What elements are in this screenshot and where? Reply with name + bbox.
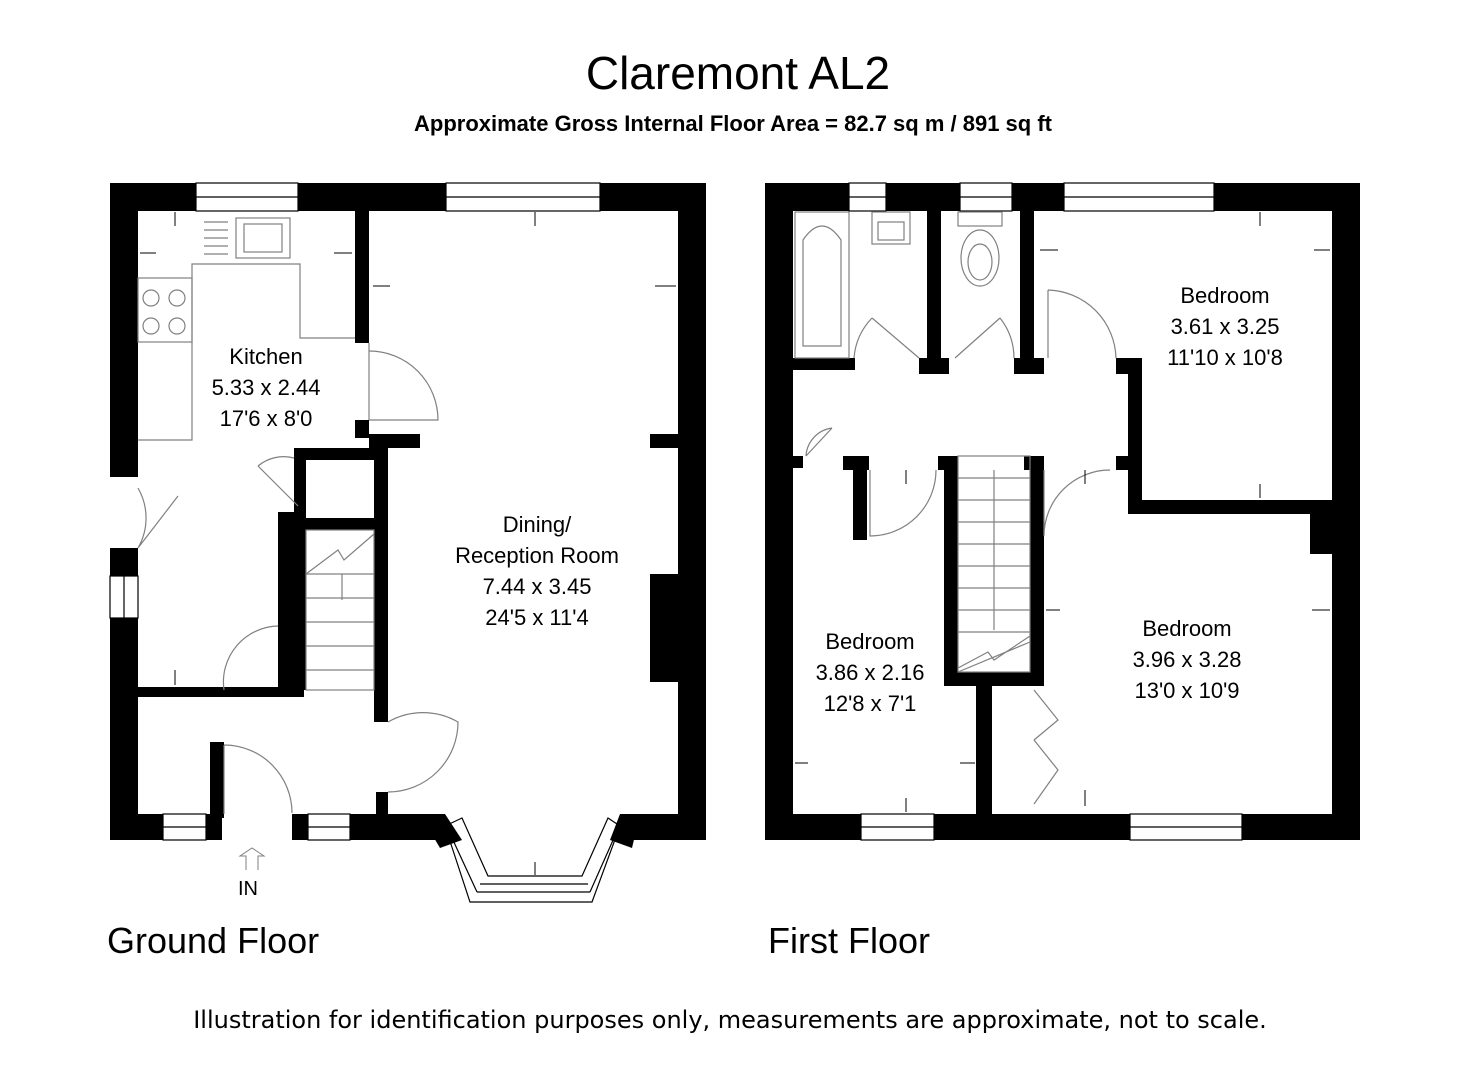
entry-label: IN [238, 878, 258, 900]
room-imperial-size: 13'0 x 10'9 [1134, 678, 1240, 703]
bedroom-1-label: Bedroom 3.61 x 3.25 11'10 x 10'8 [1144, 280, 1306, 373]
room-metric-size: 3.61 x 3.25 [1170, 314, 1280, 339]
room-name: Bedroom [1180, 283, 1270, 308]
kitchen-label: Kitchen 5.33 x 2.44 17'6 x 8'0 [186, 341, 346, 434]
first-floor-plan [765, 182, 1360, 841]
disclaimer-text: Illustration for identification purposes… [193, 1006, 1267, 1034]
room-name: Kitchen [229, 344, 303, 369]
floor-area-subtitle: Approximate Gross Internal Floor Area = … [414, 111, 1052, 136]
room-metric-size: 7.44 x 3.45 [482, 574, 592, 599]
first-floor-label: First Floor [768, 920, 930, 961]
dining-reception-label: Dining/ Reception Room 7.44 x 3.45 24'5 … [427, 509, 647, 633]
first-floor-windows [848, 182, 1243, 841]
ground-floor-stairs [305, 529, 375, 691]
room-metric-size: 5.33 x 2.44 [211, 375, 321, 400]
bedroom-2-label: Bedroom 3.86 x 2.16 12'8 x 7'1 [790, 626, 950, 719]
room-imperial-size: 24'5 x 11'4 [485, 605, 589, 630]
ground-floor-dimension-arrows [140, 212, 676, 875]
ground-floor-label: Ground Floor [107, 920, 320, 961]
ground-floor-plan [109, 182, 706, 903]
room-imperial-size: 11'10 x 10'8 [1167, 345, 1283, 370]
plan-title: Claremont AL2 [585, 47, 891, 99]
room-name-line1: Dining/ [502, 512, 572, 537]
first-floor-stairs [957, 455, 1031, 673]
room-name-line2: Reception Room [455, 543, 619, 568]
bedroom-3-label: Bedroom 3.96 x 3.28 13'0 x 10'9 [1107, 613, 1267, 706]
room-name: Bedroom [1142, 616, 1232, 641]
bathroom-fixtures [794, 211, 1003, 359]
room-name: Bedroom [825, 629, 915, 654]
first-floor-walls [765, 183, 1360, 840]
ground-floor-walls [110, 183, 706, 840]
room-imperial-size: 12'8 x 7'1 [823, 691, 917, 716]
room-metric-size: 3.96 x 3.28 [1132, 647, 1242, 672]
room-metric-size: 3.86 x 2.16 [815, 660, 925, 685]
first-floor-doors [805, 289, 1117, 805]
first-floor-dimension-arrows [795, 212, 1330, 812]
ground-floor-doors [137, 343, 459, 814]
ground-floor-windows [109, 182, 621, 903]
kitchen-units [137, 217, 355, 441]
room-imperial-size: 17'6 x 8'0 [219, 406, 313, 431]
